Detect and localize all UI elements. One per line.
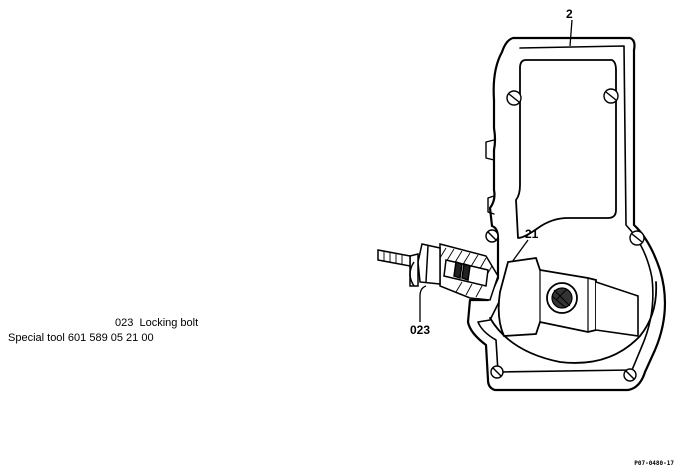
screw-bottom-right	[623, 368, 637, 382]
screw-top-left	[506, 90, 522, 106]
caption-locking-bolt: 023 Locking bolt	[115, 317, 199, 329]
screw-mid-right	[629, 230, 645, 246]
shaft-assembly	[497, 257, 639, 337]
locking-bolt	[377, 243, 499, 301]
callout-housing-label: 2	[566, 7, 573, 21]
screw-bottom-left	[490, 365, 504, 379]
screw-top-right	[603, 88, 619, 104]
callout-bolt-label: 023	[410, 323, 431, 337]
housing-outline	[466, 36, 667, 392]
housing-bore-arc	[489, 281, 658, 364]
callout-part-label: 21	[525, 227, 539, 241]
housing-rib	[485, 139, 495, 215]
figure-code: P07-0480-17	[634, 460, 674, 467]
housing-window	[515, 59, 617, 239]
leader-bolt	[419, 285, 427, 322]
leader-housing	[569, 19, 573, 47]
caption-special-tool: Special tool 601 589 05 21 00	[8, 332, 154, 344]
leader-part	[511, 239, 529, 263]
screw-mid-left	[485, 229, 499, 243]
